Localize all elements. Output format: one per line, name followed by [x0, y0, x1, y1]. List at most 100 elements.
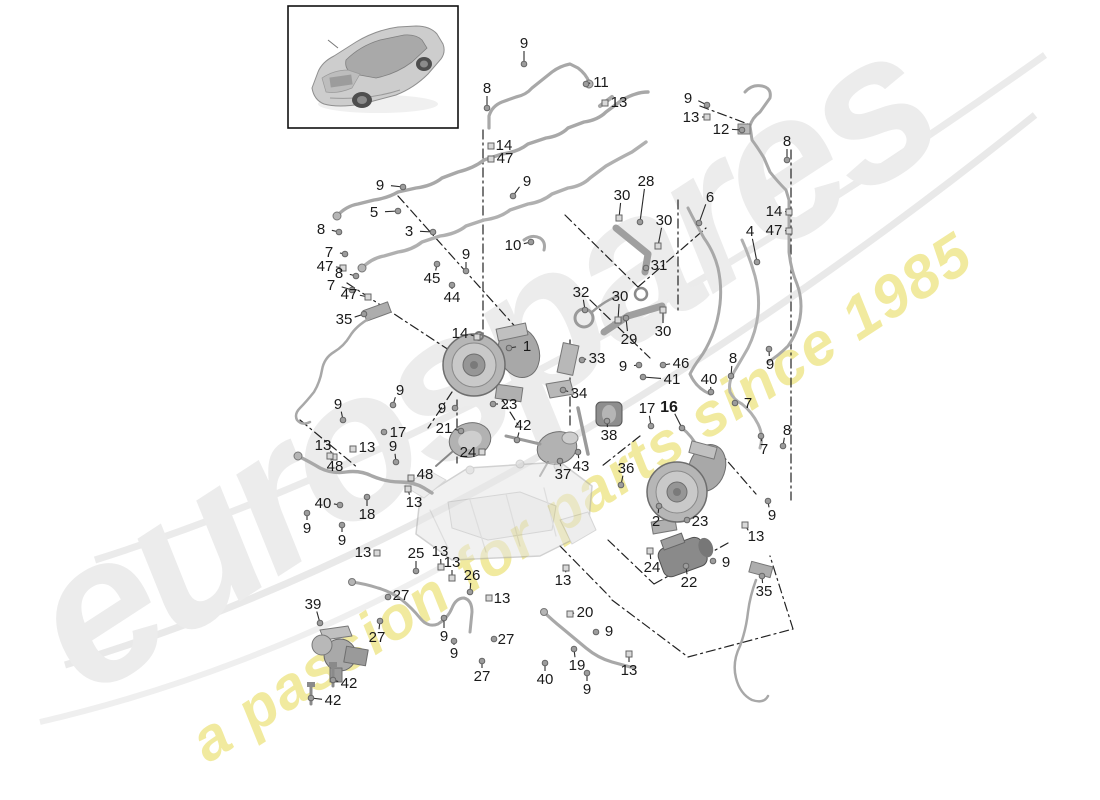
callout-label: 9 [440, 628, 448, 645]
callout-38: 38 [601, 417, 618, 444]
callout-13: 13 [355, 544, 381, 561]
callout-label: 9 [462, 246, 470, 263]
pipe-fitting [332, 211, 342, 221]
callout-label: 30 [656, 212, 673, 229]
callout-33: 33 [578, 350, 606, 367]
callout-9: 9 [450, 637, 458, 662]
callout-9: 9 [583, 669, 591, 698]
callout-label: 35 [756, 583, 773, 600]
callout-label: 35 [336, 311, 353, 328]
callout-label: 30 [614, 187, 631, 204]
callout-label: 33 [589, 350, 606, 367]
fastener-glyph [682, 562, 690, 570]
fastener-glyph [505, 344, 513, 352]
callout-27: 27 [490, 631, 515, 648]
callout-9: 9 [684, 90, 711, 109]
clamp-glyph [659, 306, 667, 314]
callout-9: 9 [764, 497, 776, 524]
callout-label: 37 [555, 466, 572, 483]
callout-label: 21 [436, 420, 453, 437]
callout-19: 19 [569, 645, 585, 674]
callout-13: 13 [555, 564, 571, 589]
callout-7: 7 [327, 277, 356, 294]
pipe-6 [686, 206, 723, 396]
pipe-fitting [348, 578, 356, 586]
clamp-glyph [646, 547, 654, 555]
fastener-glyph [783, 156, 791, 164]
vent-pipe-top [487, 62, 591, 130]
fastener-glyph [603, 417, 611, 425]
fastener-glyph [622, 314, 630, 322]
leader-line [639, 188, 645, 223]
callout-label: 11 [593, 74, 609, 91]
stud-42 [504, 434, 542, 446]
fastener-glyph [764, 497, 772, 505]
fastener-glyph [392, 458, 400, 466]
callout-8: 8 [727, 350, 737, 380]
clamp-31 [633, 286, 649, 302]
clamp-glyph [625, 650, 633, 658]
clamp-glyph [654, 242, 662, 250]
clamp-glyph [448, 574, 456, 582]
callout-label: 14 [766, 203, 783, 220]
clamp-glyph [601, 99, 609, 107]
clamp-glyph [785, 227, 793, 235]
fastener-glyph [647, 422, 655, 430]
fastener-glyph [642, 264, 650, 272]
fastener-glyph [592, 628, 600, 636]
fastener-glyph [335, 228, 343, 236]
callout-9: 9 [338, 521, 346, 549]
callout-label: 13 [683, 109, 700, 126]
callout-18: 18 [359, 493, 375, 523]
leader-line [751, 238, 758, 263]
fastener-glyph [520, 60, 528, 68]
callout-label: 23 [692, 513, 709, 530]
callout-label: 7 [327, 277, 335, 294]
callout-label: 8 [729, 350, 737, 367]
callout-8: 8 [483, 80, 491, 112]
callout-label: 40 [315, 495, 332, 512]
fastener-glyph [636, 218, 644, 226]
fastener-glyph [433, 260, 441, 268]
bracket-33 [556, 342, 580, 376]
hose-10 [522, 234, 546, 252]
fastener-glyph [731, 399, 739, 407]
callout-9: 9 [592, 623, 613, 640]
fastener-glyph [541, 659, 549, 667]
callout-13: 13 [601, 94, 627, 111]
callout-47: 47 [766, 222, 793, 239]
callout-label: 27 [498, 631, 515, 648]
callout-9: 9 [765, 345, 774, 373]
clamp-glyph [404, 485, 412, 493]
rod-43 [576, 406, 590, 456]
callout-42: 42 [307, 692, 342, 709]
actuator-22 [657, 532, 714, 578]
callout-label: 47 [766, 222, 783, 239]
clamp-glyph [364, 293, 372, 301]
callout-39: 39 [305, 596, 324, 627]
callout-40: 40 [537, 659, 553, 688]
clamp-glyph [487, 142, 495, 150]
fastener-glyph [727, 372, 735, 380]
callout-label: 5 [370, 204, 378, 221]
callout-label: 9 [389, 438, 397, 455]
callout-40: 40 [315, 495, 344, 512]
fastener-glyph [765, 345, 773, 353]
callout-2: 2 [652, 502, 663, 530]
fastener-glyph [316, 619, 324, 627]
fastener-glyph [709, 557, 717, 565]
fastener-glyph [490, 635, 498, 643]
actuator-port [698, 537, 714, 558]
callout-9: 9 [334, 396, 347, 424]
callout-42: 42 [329, 675, 357, 692]
callout-label: 13 [359, 439, 376, 456]
callout-8: 8 [779, 422, 791, 450]
callout-13: 13 [621, 650, 637, 679]
callout-label: 9 [766, 356, 774, 373]
callout-7: 7 [757, 432, 768, 458]
callout-label: 38 [601, 427, 618, 444]
actuator-bracket [660, 532, 686, 551]
callout-28: 28 [636, 173, 654, 226]
callout-label: 8 [783, 422, 791, 439]
callout-label: 42 [325, 692, 342, 709]
